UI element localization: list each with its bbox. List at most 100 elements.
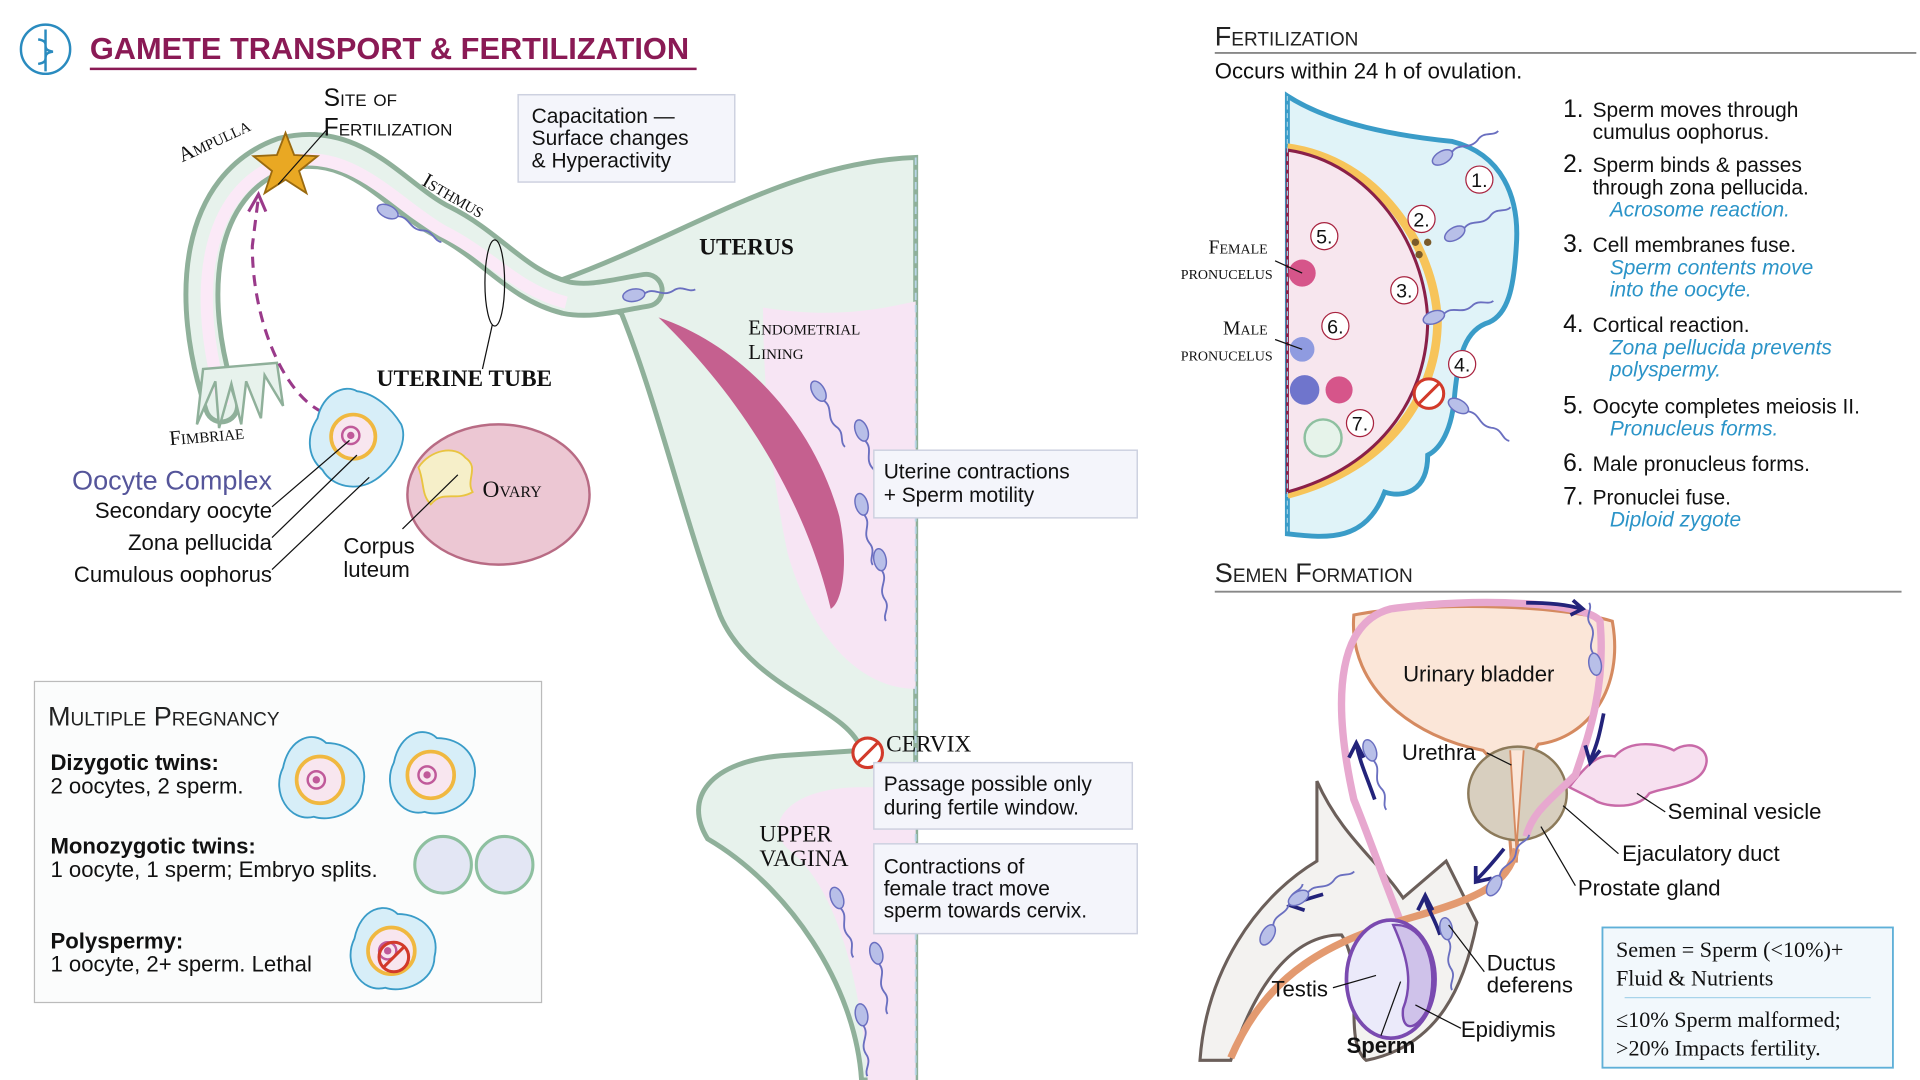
step-marker-5: 5. bbox=[1310, 222, 1339, 251]
sperm-icon bbox=[868, 941, 889, 1015]
cortical-block-icon bbox=[1412, 377, 1446, 410]
multiple-pregnancy-panel: Multiple Pregnancy Dizygotic twins: 2 oo… bbox=[33, 680, 543, 1004]
svg-text:Male pronucleus forms.: Male pronucleus forms. bbox=[1593, 453, 1810, 476]
oocyte-path-arrow bbox=[250, 196, 324, 414]
fertilization-site-star-icon bbox=[251, 130, 321, 196]
label-upper-vagina: UPPER VAGINA bbox=[759, 821, 848, 872]
sperm-icon bbox=[622, 287, 696, 303]
svg-text:Acrosome reaction.: Acrosome reaction. bbox=[1608, 198, 1790, 221]
polyspermy-block-icon bbox=[377, 940, 411, 974]
label-seminal-vesicle: Seminal vesicle bbox=[1668, 799, 1822, 824]
sperm-icon bbox=[810, 380, 846, 448]
sperm-icon bbox=[854, 1003, 870, 1077]
pregnancy-illustrations bbox=[278, 731, 476, 991]
semen-box-line2: Fluid & Nutrients bbox=[1616, 965, 1773, 990]
label-uterus: UTERUS bbox=[699, 235, 794, 261]
svg-text:Oocyte completes meiosis II.: Oocyte completes meiosis II. bbox=[1593, 395, 1860, 418]
svg-text:6.: 6. bbox=[1327, 316, 1343, 338]
svg-text:Zona pellucida prevents: Zona pellucida prevents bbox=[1609, 336, 1833, 359]
sperm-icon bbox=[1287, 870, 1355, 907]
dizygotic-text: 2 oocytes, 2 sperm. bbox=[50, 773, 243, 798]
zygote bbox=[1303, 418, 1343, 458]
svg-text:5.: 5. bbox=[1563, 392, 1584, 419]
female-tract-illustration: Ampulla Site of Fertilization Isthmus UT… bbox=[72, 85, 1138, 1080]
sperm-group bbox=[376, 203, 889, 1077]
label-urethra: Urethra bbox=[1402, 740, 1476, 765]
svg-text:into the oocyte.: into the oocyte. bbox=[1610, 278, 1752, 301]
sperm-icon bbox=[1431, 130, 1499, 166]
step-marker-1: 1. bbox=[1465, 165, 1494, 194]
sperm-icon bbox=[829, 886, 855, 958]
svg-text:3.: 3. bbox=[1396, 281, 1412, 303]
fertilization-step: 4. Cortical reaction.Zona pellucida preve… bbox=[1563, 311, 1832, 381]
oocyte-complex-icon bbox=[349, 907, 437, 991]
sperm-icon bbox=[1443, 206, 1512, 243]
svg-text:Sperm moves through: Sperm moves through bbox=[1593, 99, 1799, 122]
page-title: GAMETE TRANSPORT & FERTILIZATION bbox=[90, 31, 689, 66]
label-sperm: Sperm bbox=[1346, 1033, 1415, 1058]
svg-text:7.: 7. bbox=[1563, 483, 1584, 510]
oocyte-complex-icon bbox=[389, 731, 476, 815]
svg-text:polyspermy.: polyspermy. bbox=[1609, 358, 1721, 381]
label-corpus-luteum: Corpus luteum bbox=[343, 534, 421, 582]
step-marker-7: 7. bbox=[1345, 408, 1375, 438]
seminal-vesicle bbox=[1567, 743, 1708, 807]
svg-text:Diploid zygote: Diploid zygote bbox=[1610, 508, 1741, 531]
sperm-icon bbox=[1447, 397, 1510, 442]
sperm-icon bbox=[1362, 738, 1388, 811]
svg-text:2.: 2. bbox=[1413, 209, 1429, 231]
svg-text:4.: 4. bbox=[1563, 311, 1584, 338]
label-zona-pellucida: Zona pellucida bbox=[128, 530, 273, 555]
svg-text:1.: 1. bbox=[1563, 96, 1584, 123]
svg-text:through zona pellucida.: through zona pellucida. bbox=[1593, 176, 1809, 199]
polyspermy-title: Polyspermy: bbox=[50, 928, 183, 953]
label-fimbriae: Fimbriae bbox=[168, 420, 245, 450]
step-marker-3: 3. bbox=[1390, 276, 1419, 305]
sperm-group bbox=[1259, 602, 1603, 991]
monozygotic-embryo-icons bbox=[413, 834, 535, 895]
sperm-icon bbox=[376, 203, 442, 243]
sperm-icon bbox=[1422, 300, 1494, 326]
label-female-pronucleus: Female pronucelus bbox=[1181, 236, 1273, 284]
svg-text:Capacitation —Surface changes&: Capacitation —Surface changes& Hyperacti… bbox=[532, 105, 689, 172]
fertilization-panel: Fertilization Occurs within 24 h of ovul… bbox=[1181, 22, 1917, 539]
svg-text:Cortical reaction.: Cortical reaction. bbox=[1593, 314, 1750, 337]
multiple-pregnancy-title: Multiple Pregnancy bbox=[48, 702, 280, 732]
fertilization-title: Fertilization bbox=[1215, 22, 1359, 52]
svg-text:3.: 3. bbox=[1563, 231, 1584, 258]
svg-text:cumulus oophorus.: cumulus oophorus. bbox=[1593, 121, 1770, 144]
caduceus-icon bbox=[19, 23, 72, 76]
fertilization-step: 7. Pronuclei fuse.Diploid zygote bbox=[1563, 483, 1741, 531]
semen-composition-box: Semen = Sperm (<10%)+ Fluid & Nutrients … bbox=[1601, 926, 1894, 1069]
fertilization-step: 3. Cell membranes fuse.Sperm contents mov… bbox=[1563, 231, 1813, 301]
label-uterine-tube: UTERINE TUBE bbox=[377, 366, 553, 392]
svg-text:Pronuclei fuse.: Pronuclei fuse. bbox=[1593, 486, 1731, 509]
svg-text:Cell membranes fuse.: Cell membranes fuse. bbox=[1593, 234, 1796, 257]
label-ejaculatory-duct: Ejaculatory duct bbox=[1622, 841, 1779, 866]
monozygotic-title: Monozygotic twins: bbox=[50, 834, 255, 859]
capacitation-box: Capacitation —Surface changes& Hyperacti… bbox=[517, 93, 736, 183]
fimbriae bbox=[195, 361, 285, 429]
svg-text:Sperm binds & passes: Sperm binds & passes bbox=[1593, 154, 1802, 177]
semen-box-line3: ≤10% Sperm malformed; bbox=[1616, 1007, 1841, 1032]
label-site-of-fertilization: Site of Fertilization bbox=[324, 85, 453, 142]
svg-text:5.: 5. bbox=[1316, 227, 1332, 249]
label-secondary-oocyte: Secondary oocyte bbox=[95, 498, 272, 523]
sperm-icon bbox=[1587, 602, 1603, 676]
svg-text:Uterine contractions+ Sperm mo: Uterine contractions+ Sperm motility bbox=[884, 461, 1070, 507]
female-pronucleus bbox=[1288, 259, 1316, 287]
fertilization-step: 5.Oocyte completes meiosis II.Pronucleus… bbox=[1563, 392, 1860, 440]
svg-text:Sperm contents move: Sperm contents move bbox=[1610, 256, 1813, 279]
svg-text:1.: 1. bbox=[1471, 170, 1487, 192]
label-epididymis: Epidiymis bbox=[1461, 1017, 1556, 1042]
endometrial-lining bbox=[658, 317, 844, 609]
sperm-icon bbox=[854, 492, 874, 566]
